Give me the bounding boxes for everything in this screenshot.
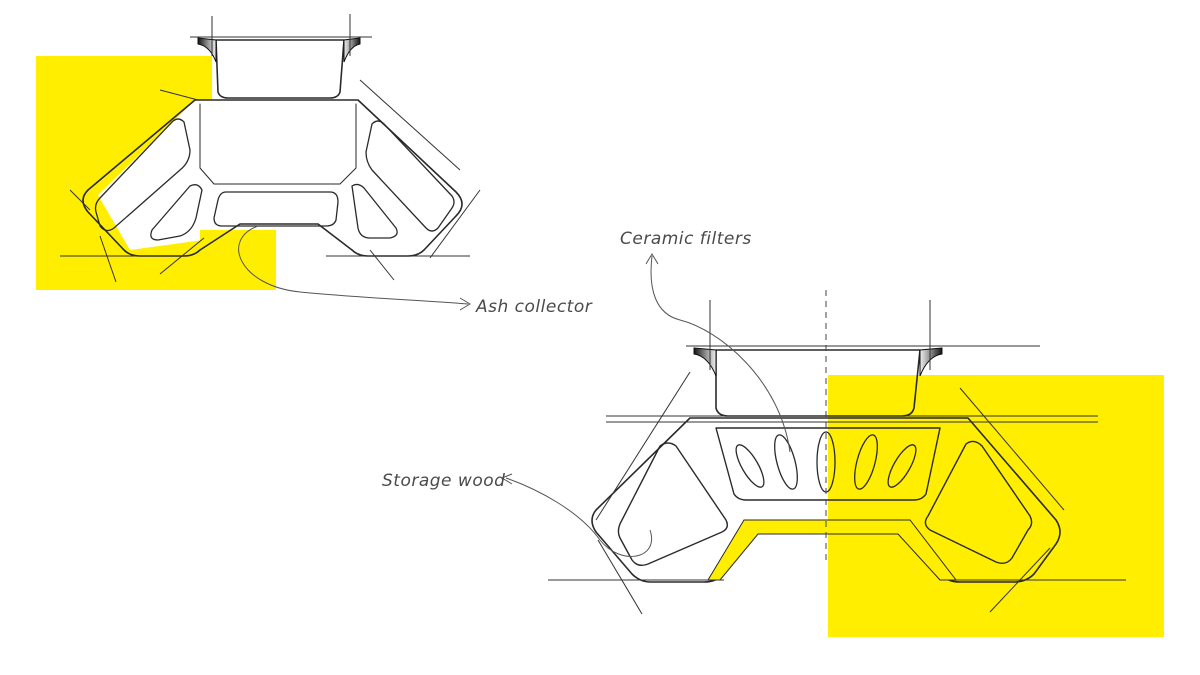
bottom-right-sketch bbox=[500, 253, 1164, 637]
ceramic-filter bbox=[854, 434, 878, 490]
label-storage-wood: Storage wood bbox=[382, 471, 505, 491]
label-ash-collector: Ash collector bbox=[475, 297, 593, 317]
ceramic-filters-leader bbox=[650, 255, 791, 453]
storage-compartment-left-inner bbox=[150, 184, 203, 241]
storage-compartment-left bbox=[94, 118, 191, 232]
ceramic-filter-tray bbox=[715, 427, 941, 501]
storage-compartment-right bbox=[924, 440, 1033, 565]
yellow-backdrop-left bbox=[36, 56, 276, 290]
storage-compartment-right-inner bbox=[351, 183, 398, 239]
construction-lines-right bbox=[548, 300, 1126, 615]
ceramic-filter bbox=[735, 444, 765, 488]
stove-body-top bbox=[82, 99, 463, 257]
storage-compartment-right bbox=[365, 120, 455, 232]
construction-lines-left bbox=[60, 14, 481, 283]
yellow-backdrop-left-bottom bbox=[200, 230, 276, 290]
ceramic-filter bbox=[774, 434, 798, 490]
pot-flange-left bbox=[693, 347, 717, 377]
label-ceramic-filters: Ceramic filters bbox=[620, 229, 752, 249]
top-left-sketch bbox=[36, 14, 481, 311]
pot-flange-right bbox=[919, 347, 943, 377]
ash-collector-leader bbox=[238, 225, 469, 305]
storage-compartment-left bbox=[617, 442, 729, 567]
yellow-backdrop-right bbox=[828, 375, 1164, 637]
pot-flange-right bbox=[343, 37, 361, 63]
ash-collector-compartment bbox=[213, 191, 339, 227]
ceramic-filter bbox=[887, 444, 917, 488]
storage-wood-leader bbox=[505, 477, 653, 557]
pot-top-left bbox=[215, 39, 345, 99]
